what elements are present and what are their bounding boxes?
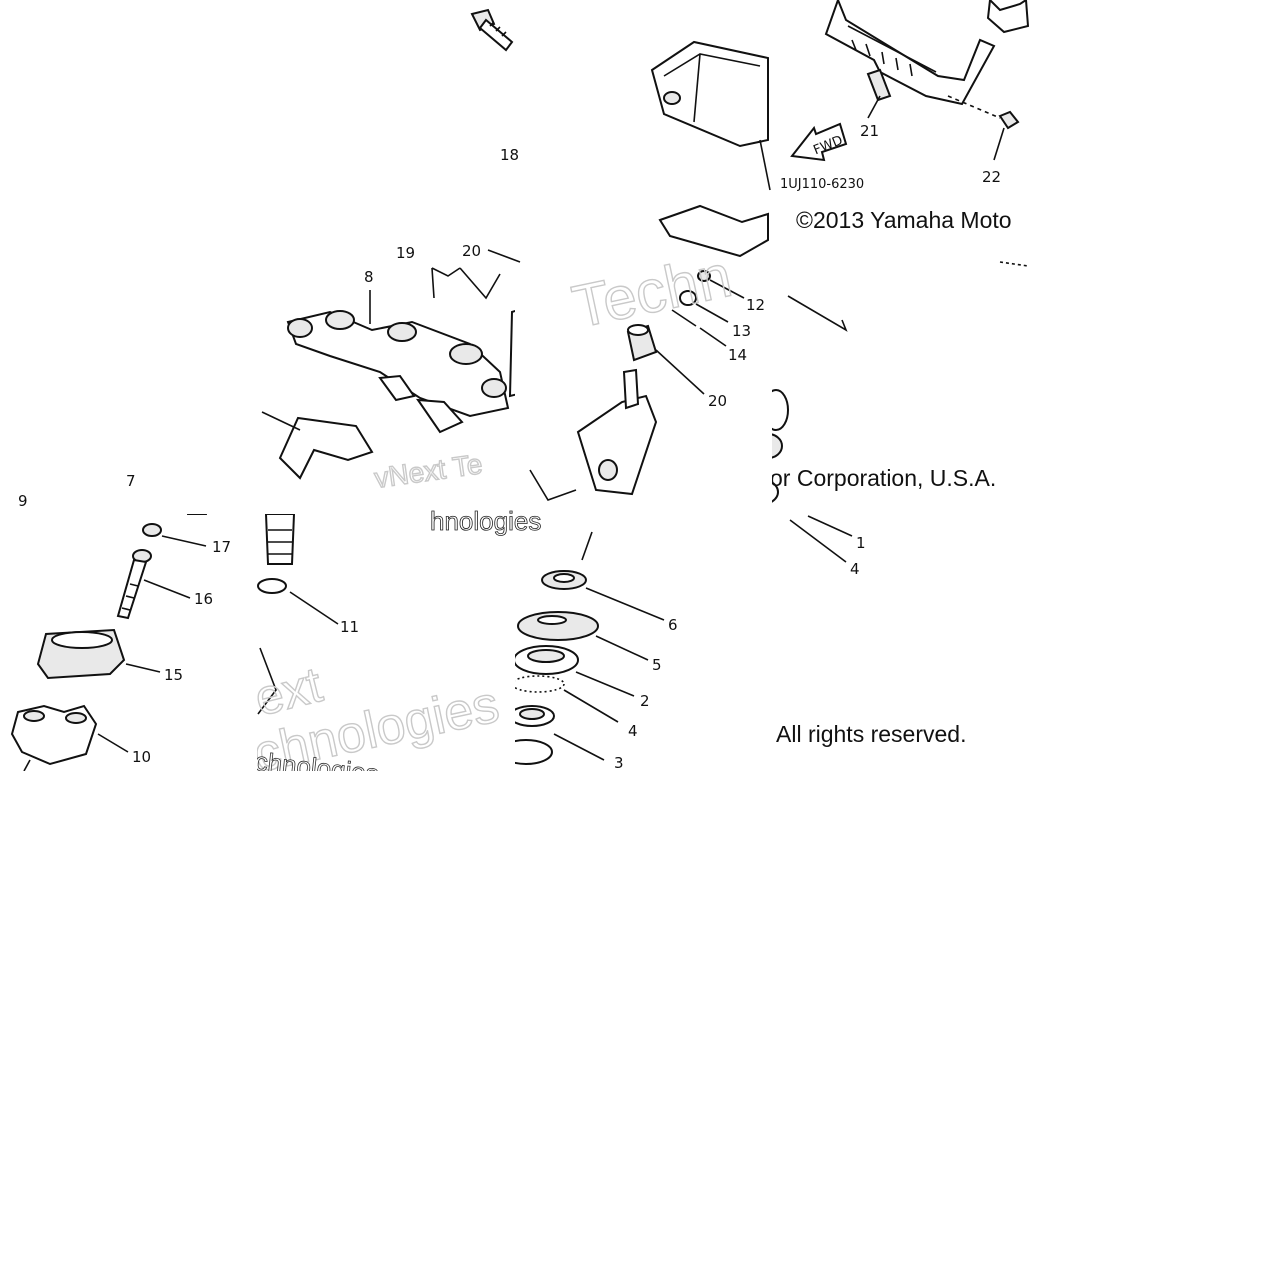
callout-16: 16	[194, 590, 213, 608]
copyright-line-3: All rights reserved.	[776, 721, 966, 747]
callout-17: 17	[212, 538, 231, 556]
step-21-drawing	[824, 0, 1029, 106]
copyright-line-1: ©2013 Yamaha Moto	[796, 207, 1012, 233]
callout-10: 10	[132, 748, 151, 766]
callout-9: 9	[18, 492, 28, 510]
callout-18: 18	[500, 146, 519, 164]
callout-14: 14	[728, 346, 747, 364]
callout-6: 6	[668, 616, 678, 634]
crown-8-drawing	[286, 267, 515, 434]
diagram-code: 1UJ110-6230	[780, 177, 864, 192]
callout-22: 22	[982, 168, 1001, 186]
bolt-18-drawing	[470, 8, 514, 52]
callout-5: 5	[652, 656, 662, 674]
part-2-drawing	[515, 645, 635, 697]
handle-19-drawing	[650, 40, 771, 257]
watermark-2: vNext Te	[373, 448, 485, 494]
part-11-drawing	[257, 514, 339, 715]
tile-crown-8: vNext Te	[261, 267, 515, 495]
callout-7: 7	[126, 472, 136, 490]
callout-13: 13	[732, 322, 751, 340]
callout-19: 19	[396, 244, 415, 262]
callout-12: 12	[746, 296, 765, 314]
tile-step-21: FWD 1UJ110-6230 ©2013 Yamaha Moto	[780, 0, 1029, 233]
bearings-top-drawing	[772, 261, 1029, 503]
part-4-drawing	[515, 675, 619, 723]
screw-22-drawing	[947, 95, 1020, 161]
part-3-drawing	[515, 705, 605, 765]
callout-4a: 4	[628, 722, 638, 740]
callout-11: 11	[340, 618, 359, 636]
part-7-drawing	[186, 514, 208, 515]
part-6-drawing	[541, 531, 665, 621]
copyright-line-2: or Corporation, U.S.A.	[770, 465, 996, 491]
stem-bracket-drawing	[529, 368, 658, 501]
callout-15: 15	[164, 666, 183, 684]
callout-20b: 20	[708, 392, 727, 410]
part-10-drawing	[10, 704, 129, 771]
tile-bearings-stack	[515, 531, 665, 765]
tile-nuts-12-14: Techn	[529, 242, 745, 501]
tile-bolt-18	[470, 8, 514, 52]
part-15-drawing	[36, 628, 161, 680]
parts-12-14-drawing	[671, 270, 745, 347]
callout-8: 8	[364, 268, 374, 286]
callout-1: 1	[856, 534, 866, 552]
bracket-drawing	[261, 411, 374, 480]
tile-bearings-top: or Corporation, U.S.A.	[770, 261, 1029, 503]
part-number-callouts: 1 2 3 4 4 5 6 7 8 9 10 11 12 13 14 15 16…	[18, 122, 1001, 772]
tile-part-11: ext echnologies chnologies	[257, 514, 505, 771]
callout-21: 21	[860, 122, 879, 140]
part-17-drawing	[142, 523, 207, 547]
part-5-drawing	[517, 611, 649, 661]
callout-2: 2	[640, 692, 650, 710]
tile-handle-19	[650, 40, 771, 257]
tile-parts-left	[10, 514, 208, 771]
fwd-arrow-icon: FWD	[790, 122, 848, 162]
callout-20a: 20	[462, 242, 481, 260]
callout-4b: 4	[850, 560, 860, 578]
watermark-1: Techn	[567, 242, 738, 341]
part-16-drawing	[116, 549, 191, 620]
watermark-3: hnologies	[430, 506, 541, 536]
callout-3: 3	[614, 754, 624, 772]
collar-20-drawing	[626, 324, 705, 395]
